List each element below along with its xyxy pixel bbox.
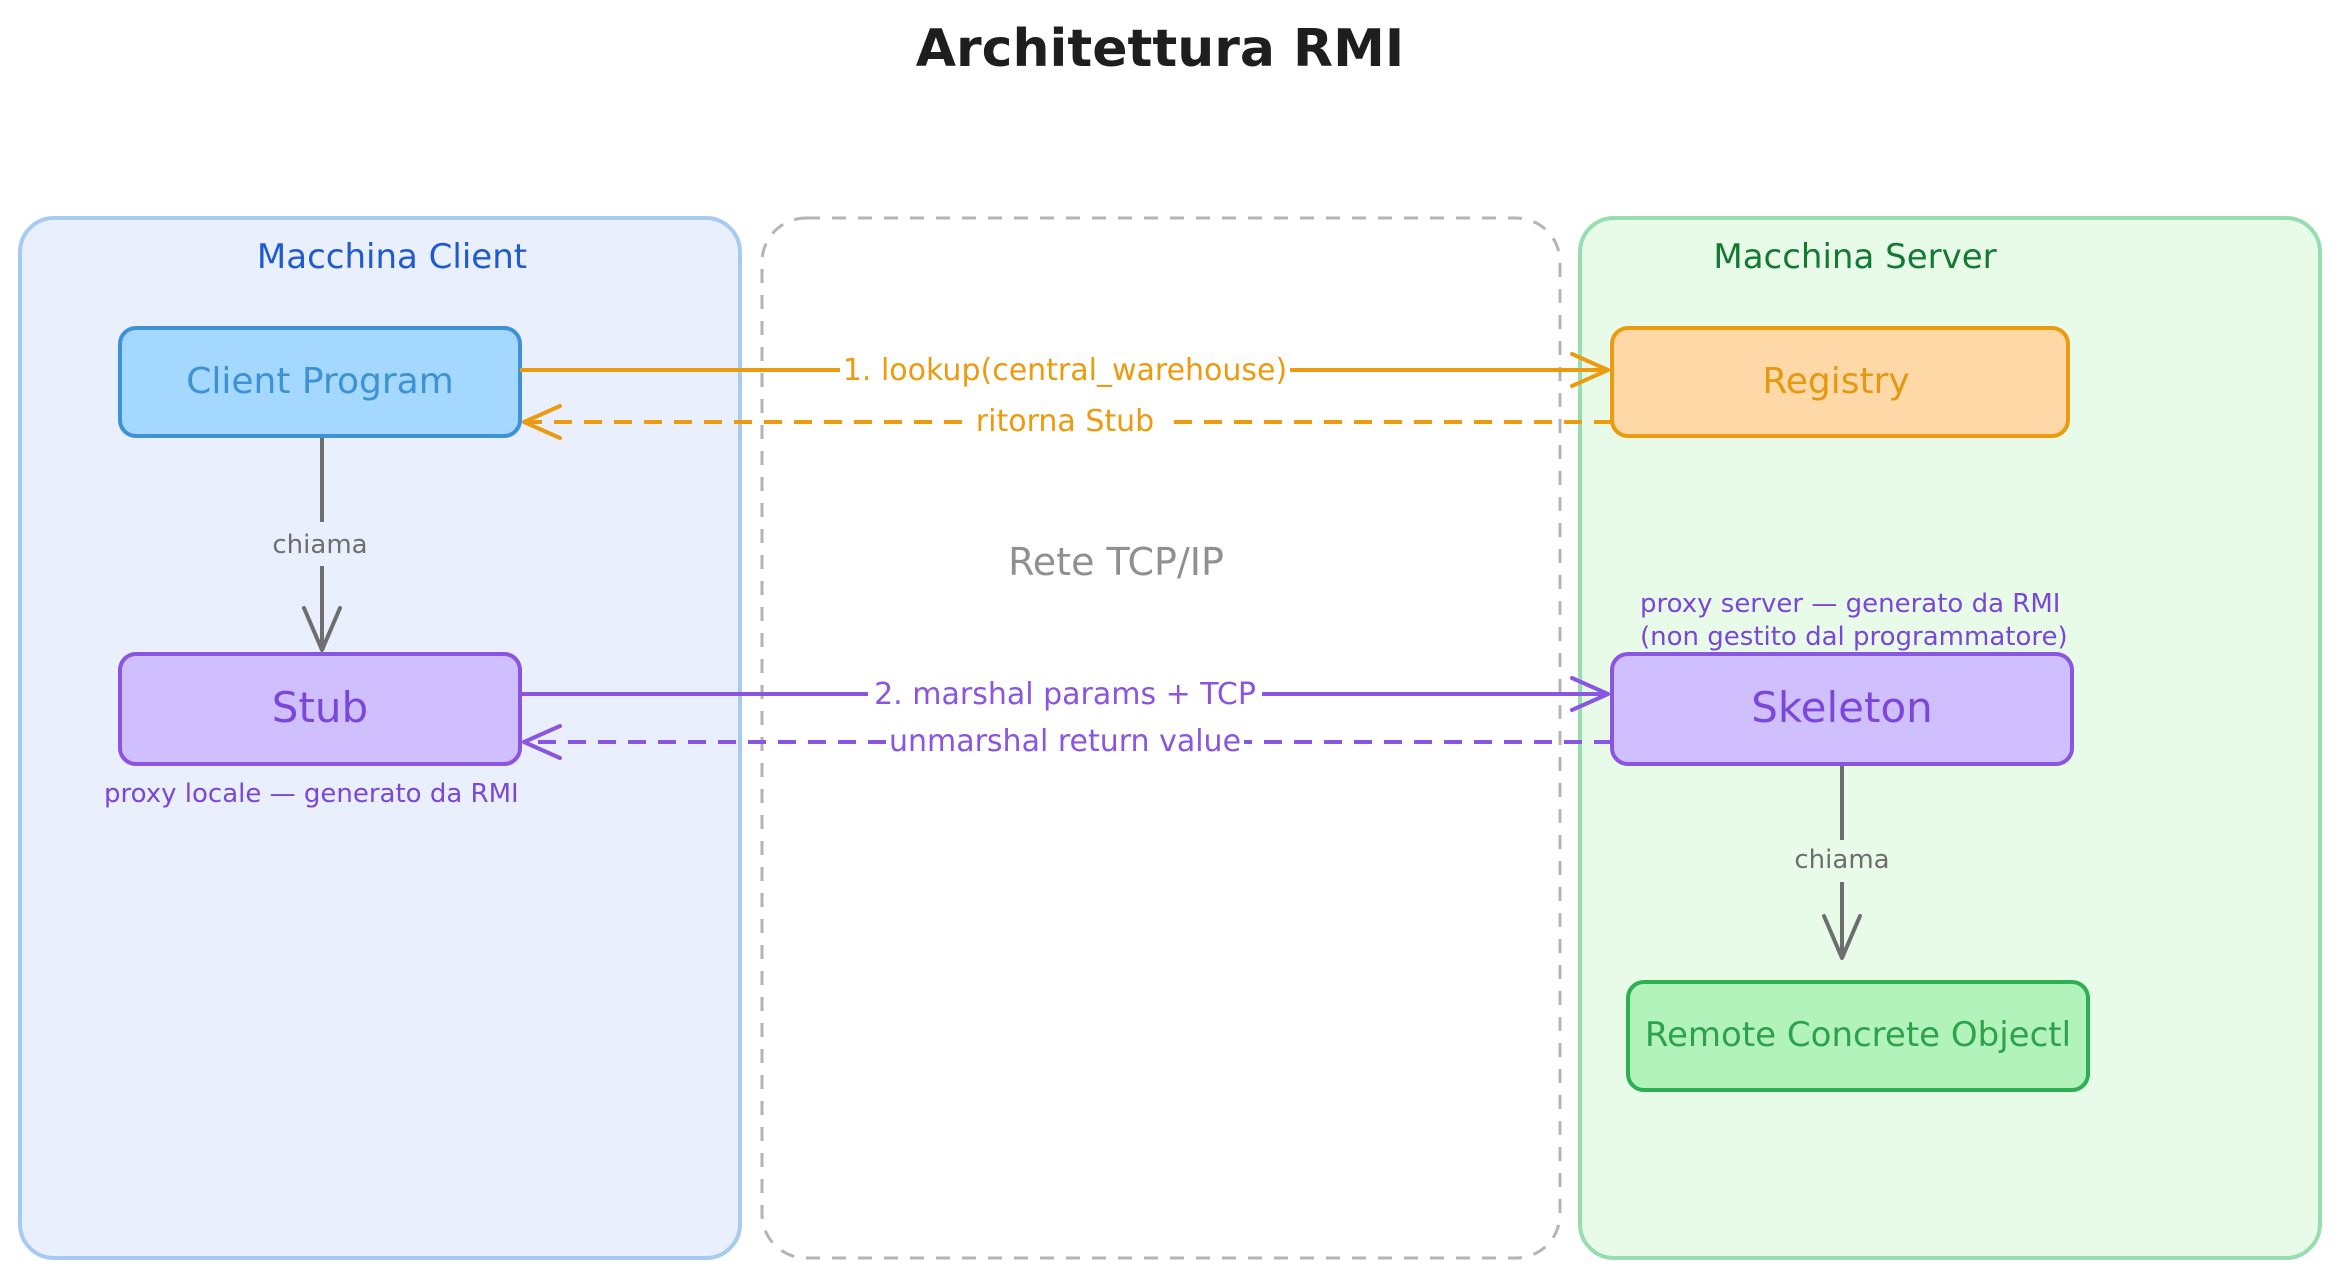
marshal-label: 2. marshal params + TCP: [874, 677, 1256, 712]
remote-object-node: Remote Concrete Objectl: [1626, 980, 2090, 1092]
unmarshal-label: unmarshal return value: [889, 724, 1241, 759]
stub-note: proxy locale — generato da RMI: [104, 779, 519, 809]
return-stub-label: ritorna Stub: [976, 404, 1154, 439]
client-calls-stub-label: chiama: [272, 530, 367, 560]
skeleton-node: proxy server — generato da RMI (non gest…: [1610, 589, 2074, 766]
registry-node: Registry: [1610, 326, 2070, 438]
stub-label: Stub: [272, 683, 368, 732]
skeleton-calls-object-arrow: chiama: [1794, 766, 1890, 960]
remote-object-label: Remote Concrete Objectl: [1645, 1015, 2071, 1055]
network-zone: Rete TCP/IP: [760, 216, 1562, 1260]
server-machine-label: Macchina Server: [1713, 237, 1996, 277]
skeleton-note-line-1: proxy server — generato da RMI: [1640, 589, 2060, 619]
stub-node: Stub proxy locale — generato da RMI: [104, 652, 522, 809]
registry-label: Registry: [1762, 361, 1909, 402]
return-stub-arrow: ritorna Stub: [522, 404, 1612, 440]
marshal-arrow: 2. marshal params + TCP: [520, 676, 1610, 712]
client-program-label: Client Program: [186, 361, 454, 402]
skeleton-calls-object-label: chiama: [1794, 845, 1889, 875]
diagram-title: Architettura RMI: [916, 19, 1404, 79]
client-machine-label: Macchina Client: [257, 237, 527, 277]
skeleton-note-line-2: (non gestito dal programmatore): [1640, 622, 2068, 652]
client-calls-stub-arrow: chiama: [272, 438, 368, 652]
lookup-arrow: 1. lookup(central_warehouse): [520, 352, 1610, 388]
client-program-node: Client Program: [118, 326, 522, 438]
network-box: [760, 216, 1562, 1260]
unmarshal-arrow: unmarshal return value: [522, 724, 1612, 760]
skeleton-label: Skeleton: [1751, 683, 1933, 732]
lookup-label: 1. lookup(central_warehouse): [843, 353, 1287, 388]
network-label: Rete TCP/IP: [1008, 540, 1224, 584]
